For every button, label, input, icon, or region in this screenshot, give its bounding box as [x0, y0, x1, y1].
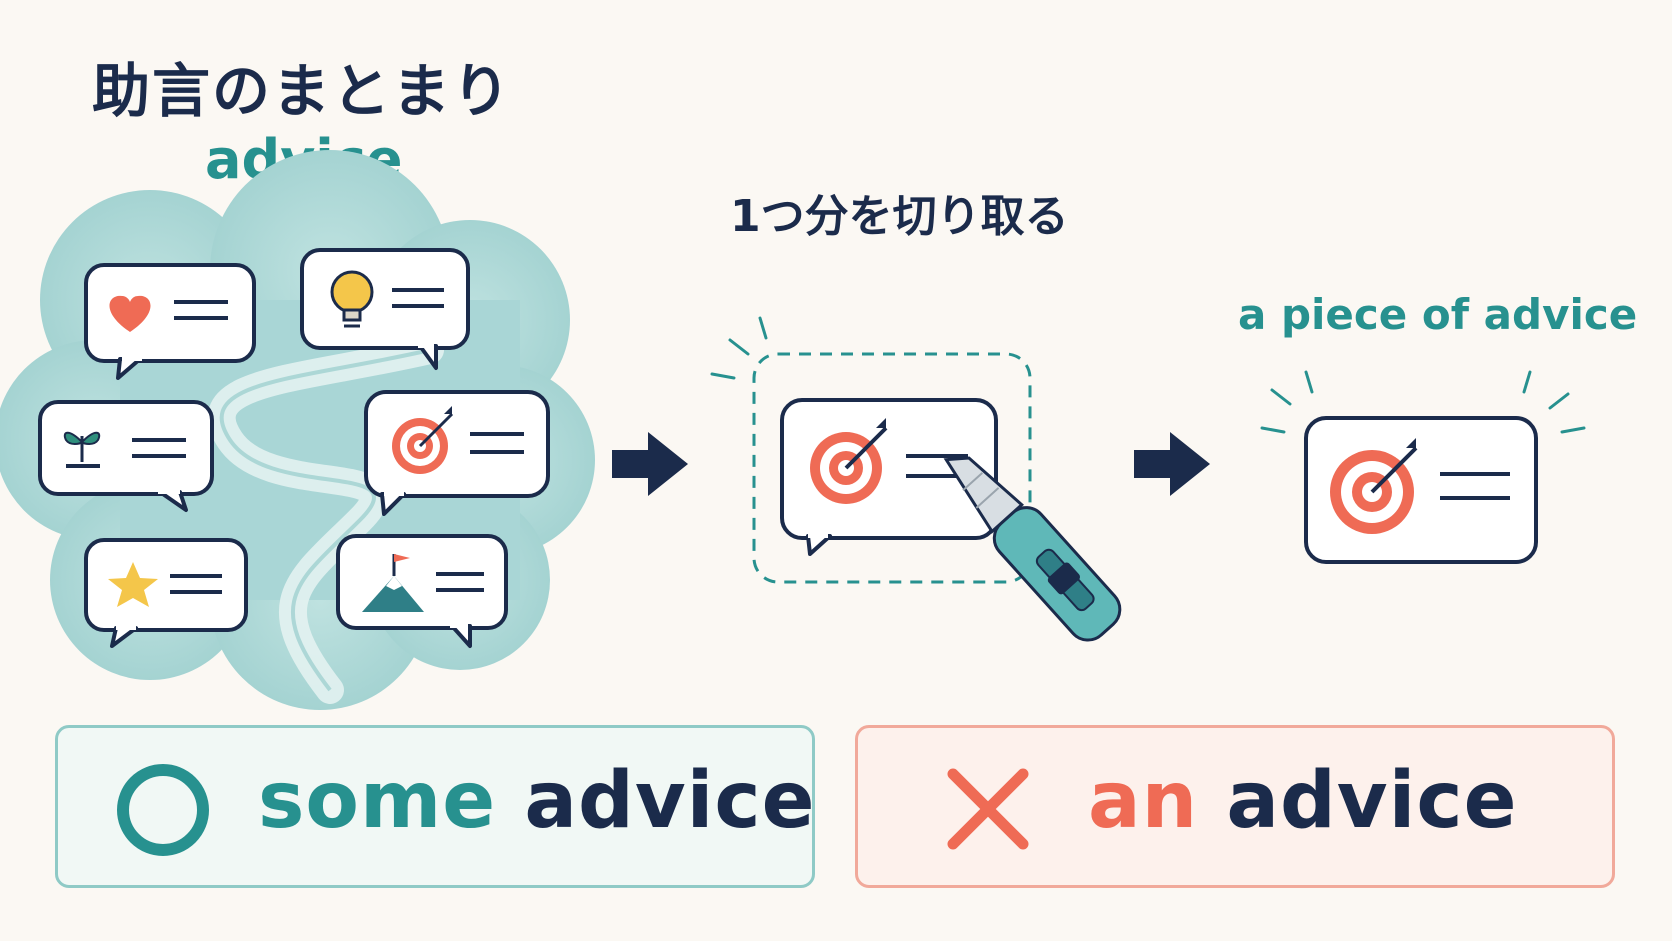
heart-icon: [109, 295, 151, 332]
arrow-right-icon: [612, 432, 688, 496]
bubble-heart: [84, 263, 256, 380]
bubble-target: [364, 390, 550, 516]
target-icon: [392, 406, 454, 474]
piece-label: a piece of advice: [1238, 290, 1638, 339]
incorrect-phrase: an advice: [1088, 756, 1518, 846]
target-icon: [1330, 438, 1418, 534]
bubble-sprout: [38, 400, 214, 512]
bubble-lightbulb: [300, 248, 470, 370]
bubble-mountain: [336, 534, 508, 648]
correct-circle-icon: [117, 764, 209, 856]
sprout-icon: [63, 431, 101, 468]
piece-card: [1260, 370, 1586, 564]
target-icon: [810, 418, 888, 504]
star-icon: [108, 562, 158, 607]
incorrect-cross-icon: [947, 768, 1029, 850]
correct-usage-panel: some advice: [55, 725, 815, 888]
cut-selection: [710, 316, 1032, 584]
lightbulb-icon: [330, 270, 374, 328]
bubble-star: [84, 538, 248, 648]
incorrect-word-an: an: [1088, 756, 1199, 846]
arrow-right-icon: [1134, 432, 1210, 496]
cut-label: 1つ分を切り取る: [730, 191, 1069, 242]
incorrect-usage-panel: an advice: [855, 725, 1615, 888]
title-japanese: 助言のまとまり: [92, 57, 513, 125]
box-cutter-icon: [943, 456, 1122, 642]
incorrect-word-advice: advice: [1226, 756, 1518, 846]
correct-phrase: some advice: [258, 756, 816, 846]
mountain-flag-icon: [362, 554, 424, 612]
correct-word-some: some: [258, 756, 497, 846]
correct-word-advice: advice: [524, 756, 816, 846]
